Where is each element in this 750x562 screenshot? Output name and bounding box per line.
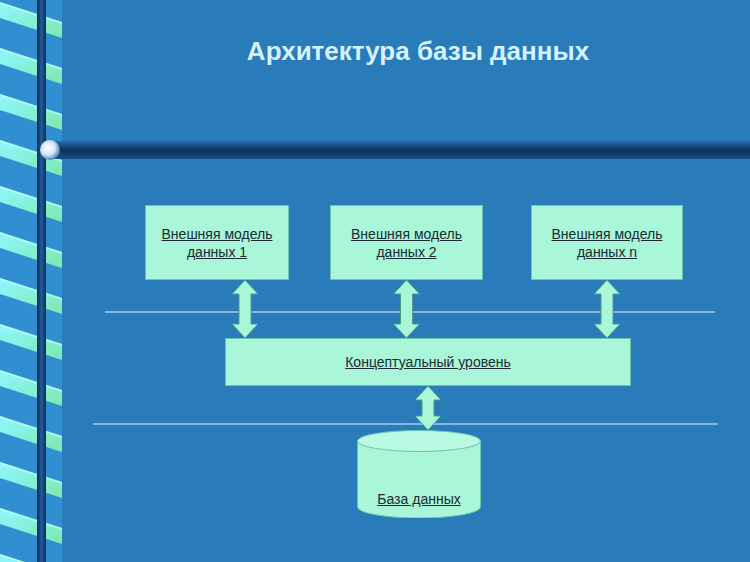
node-label: Внешняя модель данных 1 [146,221,288,265]
level-divider [93,424,718,425]
database-cylinder: База данных [357,430,481,518]
external-model-box: Внешняя модель данных 2 [330,205,483,280]
node-label: Концептуальный уровень [337,349,519,375]
double-arrow [415,386,441,430]
cylinder-top [358,431,481,452]
conceptual-level-box: Концептуальный уровень [225,338,631,386]
external-model-box: Внешняя модель данных n [531,205,683,280]
bar-knob [40,140,60,160]
cylinder-body [358,441,481,518]
binding-rod [37,0,46,562]
node-label: Внешняя модель данных n [532,221,682,265]
node-label: База данных [369,486,468,518]
double-arrow [232,280,258,338]
header-bar [44,141,750,159]
spiral-binding [0,0,62,562]
double-arrow [394,280,420,338]
slide-title: Архитектура базы данных [90,36,746,67]
node-label: Внешняя модель данных 2 [331,221,482,265]
external-model-box: Внешняя модель данных 1 [145,205,289,280]
double-arrow [594,280,620,338]
